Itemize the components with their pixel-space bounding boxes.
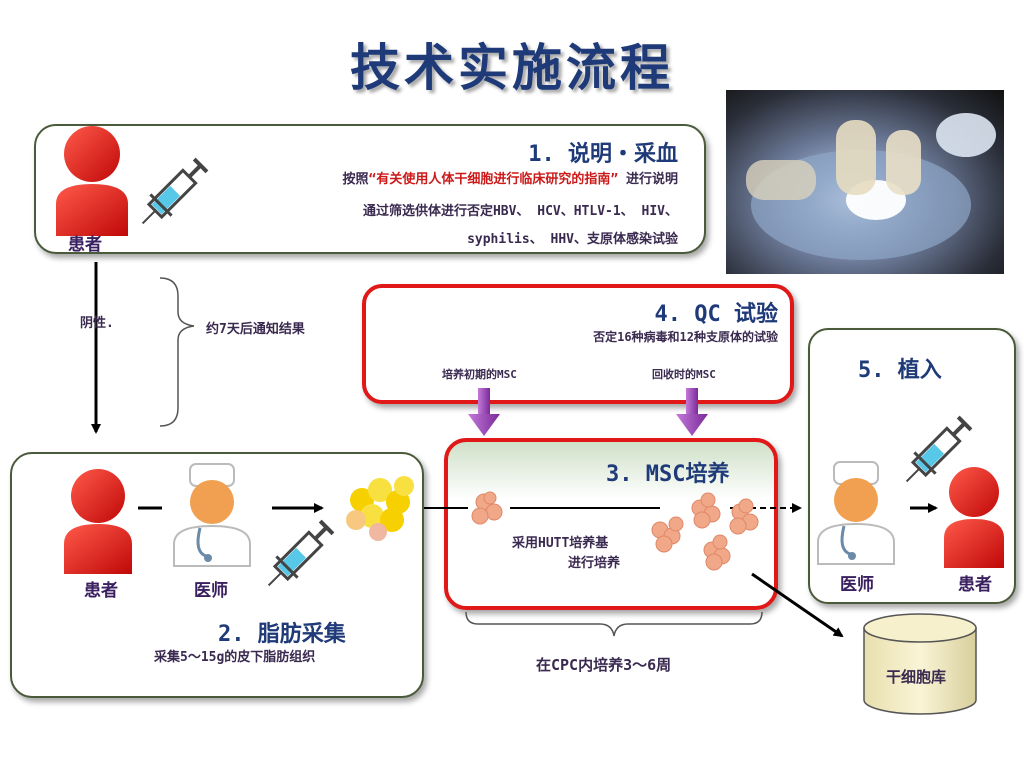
step1-panel: 1. 说明・采血 按照“有关使用人体干细胞进行临床研究的指南” 进行说明 通过筛… (34, 124, 706, 254)
negative-label: 阴性. (80, 316, 114, 331)
step1-line3: syphilis、 HHV、支原体感染试验 (467, 232, 678, 247)
msc-cell-icon (471, 491, 503, 525)
step4-heading: 4. QC 试验 (654, 302, 778, 327)
notice-label: 约7天后通知结果 (206, 322, 305, 337)
early-msc-label: 培养初期的MSC (442, 368, 517, 381)
patient-label: 患者 (68, 235, 102, 255)
doctor-icon (173, 463, 251, 567)
syringe-icon (141, 157, 209, 225)
msc-cell-icon (651, 492, 759, 571)
page-title: 技术实施流程 (350, 39, 674, 97)
step4-panel: 4. QC 试验 否定16种病毒和12种支原体的试验 培养初期的MSC 回收时的… (362, 284, 794, 404)
guideline-title: “有关使用人体干细胞进行临床研究的指南” (368, 172, 619, 187)
step2-description: 采集5～15g的皮下脂肪组织 (154, 650, 316, 665)
doctor-label: 医师 (840, 575, 874, 595)
culture-period-brace (465, 611, 763, 637)
syringe-icon (267, 519, 335, 587)
recovery-qc-arrow (676, 388, 708, 436)
bank-arrow (751, 572, 844, 638)
surgery-photo-illustration (746, 113, 996, 260)
step4-description: 否定16种病毒和12种支原体的试验 (593, 330, 778, 344)
stem-cell-bank-icon (863, 613, 977, 715)
step1-line1-prefix: 按照 (342, 172, 369, 187)
patient-label: 患者 (84, 581, 118, 601)
syringe-icon (905, 415, 973, 483)
step3-heading: 3. MSC培养 (606, 462, 730, 487)
step1-line1-suffix: 进行说明 (625, 172, 678, 187)
doctor-icon (817, 461, 895, 565)
step5-heading: 5. 植入 (858, 358, 942, 383)
step1-line1: 按照“有关使用人体干细胞进行临床研究的指南” 进行说明 (342, 168, 678, 187)
step3-panel: 3. MSC培养 采用HUTT培养基 进行培养 (444, 438, 778, 610)
bank-label: 干细胞库 (886, 668, 947, 686)
patient-icon (56, 126, 128, 236)
culture-period-label: 在CPC内培养3～6周 (536, 656, 672, 674)
step3-line2: 进行培养 (568, 556, 621, 571)
patient-icon (944, 467, 1004, 568)
patient-label: 患者 (958, 575, 992, 595)
surgery-photo (726, 90, 1004, 274)
doctor-label: 医师 (194, 581, 228, 601)
fat-cell-cluster-icon (346, 476, 414, 541)
recovery-msc-label: 回收时的MSC (652, 368, 716, 381)
step1-line2: 通过筛选供体进行否定HBV、 HCV、HTLV-1、 HIV、 (362, 204, 678, 219)
step3-line1: 采用HUTT培养基 (512, 536, 609, 551)
notice-brace (159, 277, 195, 427)
step1-heading: 1. 说明・采血 (528, 142, 678, 167)
early-qc-arrow (468, 388, 500, 436)
patient-icon (64, 469, 132, 574)
step2-heading: 2. 脂肪采集 (218, 622, 346, 647)
